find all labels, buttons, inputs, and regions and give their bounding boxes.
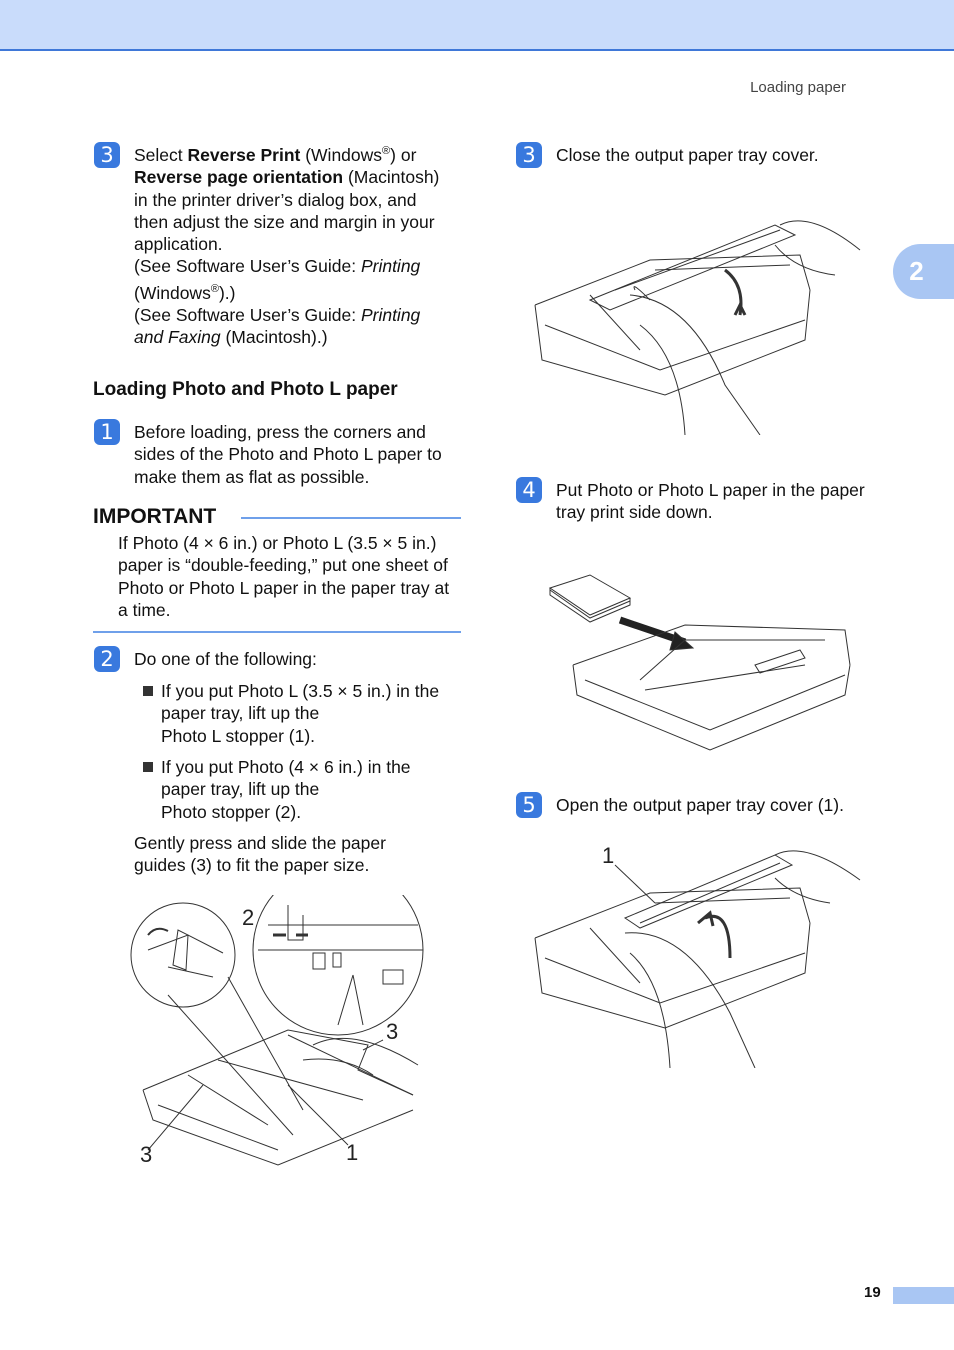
bullet-photo-l-text: If you put Photo L (3.5 × 5 in.) in the … <box>161 681 440 746</box>
step-open-cover-text: Open the output paper tray cover (1). <box>556 795 844 815</box>
step-badge: 5 <box>516 792 542 818</box>
page-number-tab <box>893 1287 954 1304</box>
step-put-paper-text: Put Photo or Photo L paper in the paper … <box>556 480 865 523</box>
chapter-tab: 2 <box>893 244 954 299</box>
step-flatten-text: Before loading, press the corners and si… <box>134 422 442 487</box>
bullet <box>143 762 153 772</box>
figure-label-3: 3 <box>140 1142 153 1167</box>
step-badge: 1 <box>94 419 120 445</box>
step-reverse-print-text: Select Reverse Print (Windows®) or Rever… <box>134 145 440 348</box>
important-text: If Photo (4 × 6 in.) or Photo L (3.5 × 5… <box>118 533 450 620</box>
step-badge: 2 <box>94 646 120 672</box>
tray-guides-figure: 2 3 3 1 <box>128 895 428 1180</box>
top-banner <box>0 0 954 51</box>
put-paper-figure <box>545 570 855 755</box>
step-do-one-text: Do one of the following: <box>134 649 317 669</box>
page-number: 19 <box>864 1284 881 1301</box>
bullet <box>143 686 153 696</box>
close-cover-figure <box>530 210 870 435</box>
important-rule-top <box>241 517 461 519</box>
bullet-photo-text: If you put Photo (4 × 6 in.) in the pape… <box>161 757 411 822</box>
figure-label-3: 3 <box>386 1019 399 1044</box>
figure-label-2: 2 <box>242 905 255 930</box>
figure-label-1: 1 <box>346 1140 359 1165</box>
section-heading: Loading Photo and Photo L paper <box>93 379 398 400</box>
important-title: IMPORTANT <box>93 505 217 528</box>
step-close-cover-text: Close the output paper tray cover. <box>556 145 819 165</box>
open-cover-figure: 1 <box>530 843 865 1068</box>
step-badge: 4 <box>516 477 542 503</box>
step-badge: 3 <box>94 142 120 168</box>
step-slide-guides-text: Gently press and slide the paper guides … <box>134 833 386 876</box>
figure-label-1: 1 <box>602 843 615 868</box>
important-rule-bottom <box>93 631 461 633</box>
running-title: Loading paper <box>750 79 846 96</box>
step-badge: 3 <box>516 142 542 168</box>
